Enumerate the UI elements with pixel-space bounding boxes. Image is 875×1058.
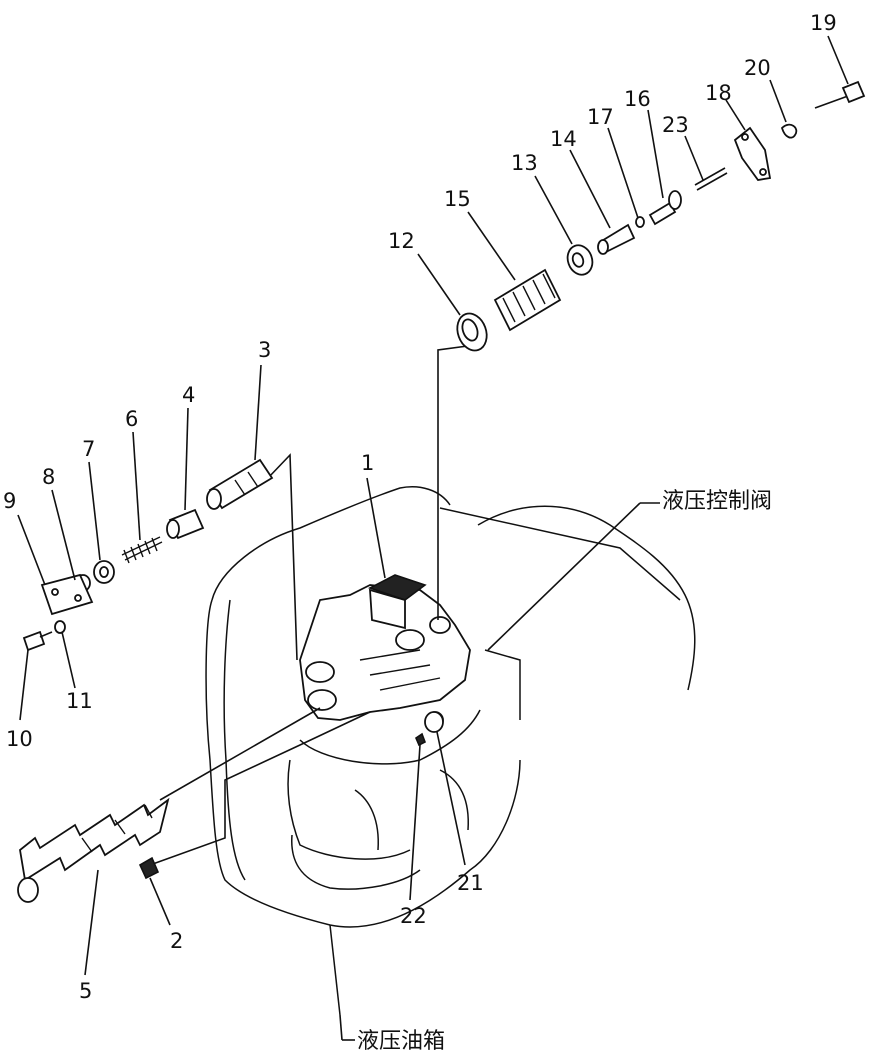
part-4-piston (166, 508, 205, 540)
part-16-bolt (648, 190, 682, 226)
part-3-sleeve (206, 458, 274, 510)
part-number-17: 17 (587, 105, 614, 129)
part-number-8: 8 (42, 465, 55, 489)
part-19-bolt (814, 80, 866, 109)
part-9-plate (40, 573, 94, 616)
part-10-bolt (22, 630, 53, 652)
part-number-16: 16 (624, 87, 651, 111)
part-number-6: 6 (125, 407, 138, 431)
part-number-22: 22 (400, 904, 427, 928)
part-11-washer (54, 620, 66, 634)
part-12-seal-ring (456, 312, 488, 352)
part-number-9: 9 (3, 489, 16, 513)
part-number-14: 14 (550, 127, 577, 151)
part-13-collar (566, 244, 594, 276)
part-21-o-ring (424, 711, 444, 733)
callout-labels: 液压控制阀 液压油箱 (342, 489, 772, 1054)
part-number-labels: 1 2 3 4 5 6 7 8 9 10 11 12 13 14 15 16 1… (3, 11, 837, 1003)
assembly-leader-lines (149, 344, 476, 866)
control-valve-body (299, 574, 471, 729)
part-20-clip (780, 123, 798, 139)
part-6-spring (121, 536, 163, 564)
part-7-washer (93, 560, 115, 584)
control-valve-label: 液压控制阀 (662, 489, 772, 514)
part-number-2: 2 (170, 929, 183, 953)
part-17-ring (635, 216, 645, 228)
part-number-19: 19 (810, 11, 837, 35)
part-23-pin (694, 167, 728, 191)
part-number-4: 4 (182, 383, 195, 407)
part-number-20: 20 (744, 56, 771, 80)
part-number-12: 12 (388, 229, 415, 253)
part-number-10: 10 (6, 727, 33, 751)
part-number-11: 11 (66, 689, 93, 713)
part-15-spring (493, 268, 562, 332)
part-number-1: 1 (361, 451, 374, 475)
part-2-fitting (138, 856, 160, 880)
part-number-15: 15 (444, 187, 471, 211)
hydraulic-tank-outline (205, 486, 696, 1016)
oil-tank-label: 液压油箱 (357, 1029, 445, 1054)
part-number-13: 13 (511, 151, 538, 175)
part-22-fitting (415, 732, 427, 747)
part-number-21: 21 (457, 871, 484, 895)
part-number-23: 23 (662, 113, 689, 137)
number-leaders (17, 35, 849, 1041)
part-number-7: 7 (82, 437, 95, 461)
part-number-5: 5 (79, 979, 92, 1003)
part-14-cone (597, 223, 636, 255)
part-number-3: 3 (258, 338, 271, 362)
part-number-18: 18 (705, 81, 732, 105)
part-5-spool (17, 797, 170, 903)
part-18-bracket (733, 126, 772, 181)
